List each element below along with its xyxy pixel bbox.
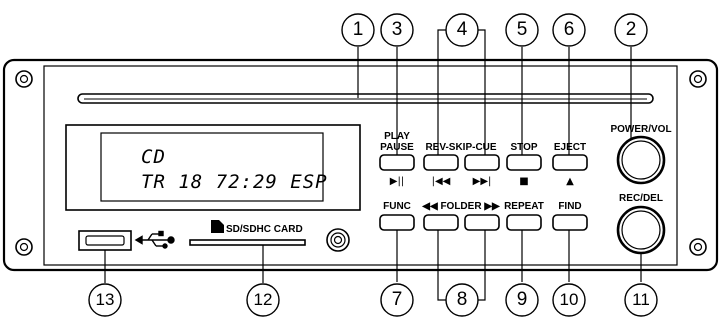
headphone-jack[interactable] bbox=[326, 228, 350, 252]
rev-skip-icon: |◀◀ bbox=[431, 176, 451, 187]
rev-skip-button[interactable] bbox=[423, 154, 459, 171]
callout-9: 9 bbox=[516, 289, 528, 310]
callout-1: 1 bbox=[352, 19, 364, 40]
play-pause-label: PLAY PAUSE bbox=[380, 131, 414, 153]
sd-card-slot[interactable] bbox=[189, 239, 306, 246]
fwd-skip-icon: ▶▶| bbox=[472, 176, 492, 187]
eject-icon: ▲ bbox=[566, 176, 574, 187]
callout-7: 7 bbox=[391, 289, 403, 310]
power-vol-label: POWER/VOL bbox=[610, 124, 672, 135]
lcd-line-1: CD bbox=[141, 146, 166, 168]
callout-5: 5 bbox=[516, 19, 528, 40]
stop-icon: ■ bbox=[519, 176, 529, 187]
rec-del-label: REC/DEL bbox=[619, 193, 663, 204]
folder-label: ◀◀ FOLDER ▶▶ bbox=[422, 201, 500, 212]
usb-icon bbox=[134, 230, 175, 249]
callout-13: 13 bbox=[95, 290, 115, 309]
callout-circles bbox=[88, 13, 658, 317]
mounting-screw-tl-icon bbox=[15, 70, 33, 88]
repeat-label: REPEAT bbox=[504, 201, 544, 212]
play-pause-icon: ▶|| bbox=[389, 176, 405, 187]
callout-2: 2 bbox=[625, 19, 637, 40]
stop-button[interactable] bbox=[506, 154, 542, 171]
callout-4: 4 bbox=[456, 19, 468, 40]
func-button[interactable] bbox=[379, 214, 415, 231]
mounting-screw-tr-icon bbox=[689, 70, 707, 88]
fwd-skip-button[interactable] bbox=[464, 154, 500, 171]
front-panel-inner bbox=[43, 65, 678, 266]
callout-10: 10 bbox=[559, 290, 579, 309]
folder-down-button[interactable] bbox=[423, 214, 459, 231]
folder-up-button[interactable] bbox=[464, 214, 500, 231]
lcd-display-screen bbox=[100, 132, 324, 202]
mounting-screw-br-icon bbox=[689, 238, 707, 256]
lcd-line-2: TR 18 72:29 ESP bbox=[141, 171, 328, 193]
rec-del-knob[interactable] bbox=[616, 205, 666, 255]
power-vol-knob[interactable] bbox=[616, 135, 666, 185]
callout-6: 6 bbox=[563, 19, 575, 40]
callout-11: 11 bbox=[632, 290, 650, 309]
find-label: FIND bbox=[558, 201, 582, 212]
func-label: FUNC bbox=[383, 201, 411, 212]
eject-button[interactable] bbox=[552, 154, 588, 171]
repeat-button[interactable] bbox=[506, 214, 542, 231]
sd-card-icon bbox=[211, 220, 224, 233]
mounting-screw-bl-icon bbox=[15, 238, 33, 256]
rev-skip-cue-label: REV-SKIP-CUE bbox=[425, 142, 497, 153]
play-pause-button[interactable] bbox=[379, 154, 415, 171]
callout-8: 8 bbox=[456, 289, 468, 310]
find-button[interactable] bbox=[552, 214, 588, 231]
sd-card-label: SD/SDHC CARD bbox=[226, 224, 303, 235]
stop-label: STOP bbox=[510, 142, 538, 153]
callout-leaders bbox=[104, 29, 642, 301]
callout-12: 12 bbox=[253, 290, 273, 309]
callout-3: 3 bbox=[391, 19, 403, 40]
eject-label: EJECT bbox=[553, 142, 587, 153]
